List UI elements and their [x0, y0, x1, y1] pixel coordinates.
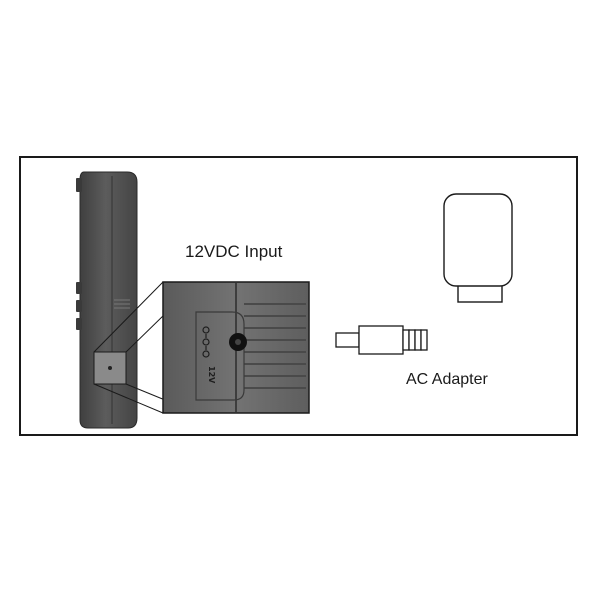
- wall-adapter-icon: [443, 193, 513, 303]
- input-label: 12VDC Input: [185, 242, 283, 261]
- dc-jack-zoom-panel: 12V: [162, 281, 310, 414]
- device-side-view: [76, 171, 138, 429]
- power-plug-icon: [335, 325, 428, 355]
- polarity-symbol: [202, 326, 210, 358]
- adapter-label: AC Adapter: [406, 371, 488, 388]
- jack-voltage-marking: 12V: [207, 366, 216, 384]
- zoom-callout-lines: [93, 281, 166, 414]
